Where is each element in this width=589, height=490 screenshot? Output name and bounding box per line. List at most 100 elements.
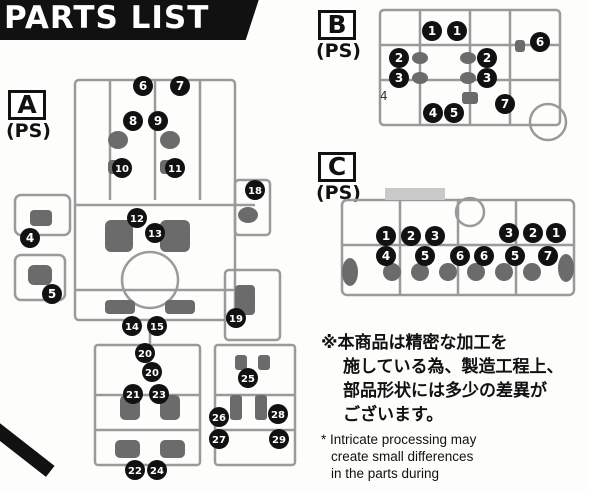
runner-c-part-label: 3 <box>499 223 519 243</box>
label-number: 7 <box>544 249 552 263</box>
runner-c-part-label: 3 <box>425 226 445 246</box>
label-circle <box>148 111 168 131</box>
runner-a-part-label: 12 <box>127 208 147 228</box>
label-circle <box>209 429 229 449</box>
label-number: 5 <box>48 287 56 301</box>
label-circle <box>127 208 147 228</box>
runner-b-part-label: 1 <box>422 21 442 41</box>
runner-c-parts <box>342 254 574 286</box>
section-a-letter: A <box>8 90 46 120</box>
label-circle <box>269 429 289 449</box>
label-circle <box>226 308 246 328</box>
section-b-sub: (PS) <box>316 40 361 62</box>
runner-c-part-label: 4 <box>376 246 396 266</box>
label-circle <box>444 103 464 123</box>
label-circle <box>165 158 185 178</box>
label-number: 1 <box>552 226 560 240</box>
label-number: 1 <box>428 24 436 38</box>
label-number: 6 <box>456 249 464 263</box>
section-c-sub: (PS) <box>316 182 361 204</box>
label-circle <box>268 404 288 424</box>
runner-b-small-number: 4 <box>380 89 388 103</box>
runner-a-part-label: 26 <box>209 407 229 427</box>
runner-a-part-label: 11 <box>165 158 185 178</box>
label-number: 6 <box>139 79 147 93</box>
page-title: PARTS LIST <box>4 0 210 36</box>
runner-a-part-label: 6 <box>133 76 153 96</box>
runner-a-part-label: 27 <box>209 429 229 449</box>
label-circle <box>20 228 40 248</box>
runner-c-part-label: 5 <box>505 246 525 266</box>
runner-b-part-label: 1 <box>447 21 467 41</box>
label-number: 9 <box>154 114 162 128</box>
runner-b-part-label: 4 <box>423 103 443 123</box>
label-number: 6 <box>480 249 488 263</box>
note-line: * Intricate processing may <box>321 432 477 447</box>
runner-a-part-label: 21 <box>123 384 143 404</box>
runner-a-part-label: 25 <box>238 368 258 388</box>
runner-c-part-label: 5 <box>415 246 435 266</box>
label-number: 2 <box>395 51 403 65</box>
section-c-letter: C <box>318 152 356 182</box>
label-circle <box>474 246 494 266</box>
label-circle <box>125 460 145 480</box>
label-circle <box>423 103 443 123</box>
label-number: 7 <box>176 79 184 93</box>
label-circle <box>523 223 543 243</box>
runner-a-part-label: 4 <box>20 228 40 248</box>
label-number: 5 <box>421 249 429 263</box>
runner-a-part-label: 10 <box>112 158 132 178</box>
label-circle <box>546 223 566 243</box>
note-line: create small differences <box>331 449 474 464</box>
note-line: ※本商品は精密な加工を <box>321 333 508 353</box>
label-number: 27 <box>212 435 226 446</box>
label-number: 3 <box>395 71 403 85</box>
label-circle <box>145 223 165 243</box>
runner-a-part-label: 8 <box>123 111 143 131</box>
runner-a-part-label: 15 <box>147 316 167 336</box>
label-number: 8 <box>129 114 137 128</box>
label-circle <box>422 21 442 41</box>
label-circle <box>147 460 167 480</box>
section-b-letter: B <box>318 10 356 40</box>
label-circle <box>147 316 167 336</box>
runner-a-part-label: 24 <box>147 460 167 480</box>
label-number: 22 <box>128 466 142 477</box>
label-number: 3 <box>505 226 513 240</box>
label-circle <box>415 246 435 266</box>
label-circle <box>123 384 143 404</box>
runner-c-part-label: 6 <box>474 246 494 266</box>
label-circle <box>389 68 409 88</box>
note-line: 部品形状には多少の差異が <box>343 381 547 401</box>
label-circle <box>477 68 497 88</box>
label-number: 29 <box>272 435 286 446</box>
runner-b-part-label: 2 <box>477 48 497 68</box>
label-number: 20 <box>138 349 152 360</box>
runner-b-part-label: 7 <box>495 94 515 114</box>
label-circle <box>376 226 396 246</box>
runner-a-part-label: 28 <box>268 404 288 424</box>
note-line: 施している為、製造工程上、 <box>343 357 564 377</box>
runner-a-part-label: 9 <box>148 111 168 131</box>
label-number: 20 <box>145 368 159 379</box>
japanese-note: ※本商品は精密な加工を 施している為、製造工程上、 部品形状には多少の差異が ご… <box>321 331 589 427</box>
english-note: * Intricate processing may create small … <box>321 431 581 482</box>
label-number: 2 <box>529 226 537 240</box>
label-circle <box>133 76 153 96</box>
label-circle <box>149 384 169 404</box>
label-circle <box>112 158 132 178</box>
runner-c-part-label: 2 <box>523 223 543 243</box>
label-number: 4 <box>429 106 437 120</box>
label-number: 7 <box>501 97 509 111</box>
label-circle <box>42 284 62 304</box>
runner-c-frame <box>340 196 576 297</box>
label-circle <box>170 76 190 96</box>
label-number: 13 <box>148 229 162 240</box>
runner-a-part-label: 23 <box>149 384 169 404</box>
runner-c-part-label: 1 <box>376 226 396 246</box>
label-number: 14 <box>125 322 139 333</box>
label-number: 24 <box>150 466 164 477</box>
runner-c-tab <box>385 188 445 200</box>
label-number: 2 <box>483 51 491 65</box>
